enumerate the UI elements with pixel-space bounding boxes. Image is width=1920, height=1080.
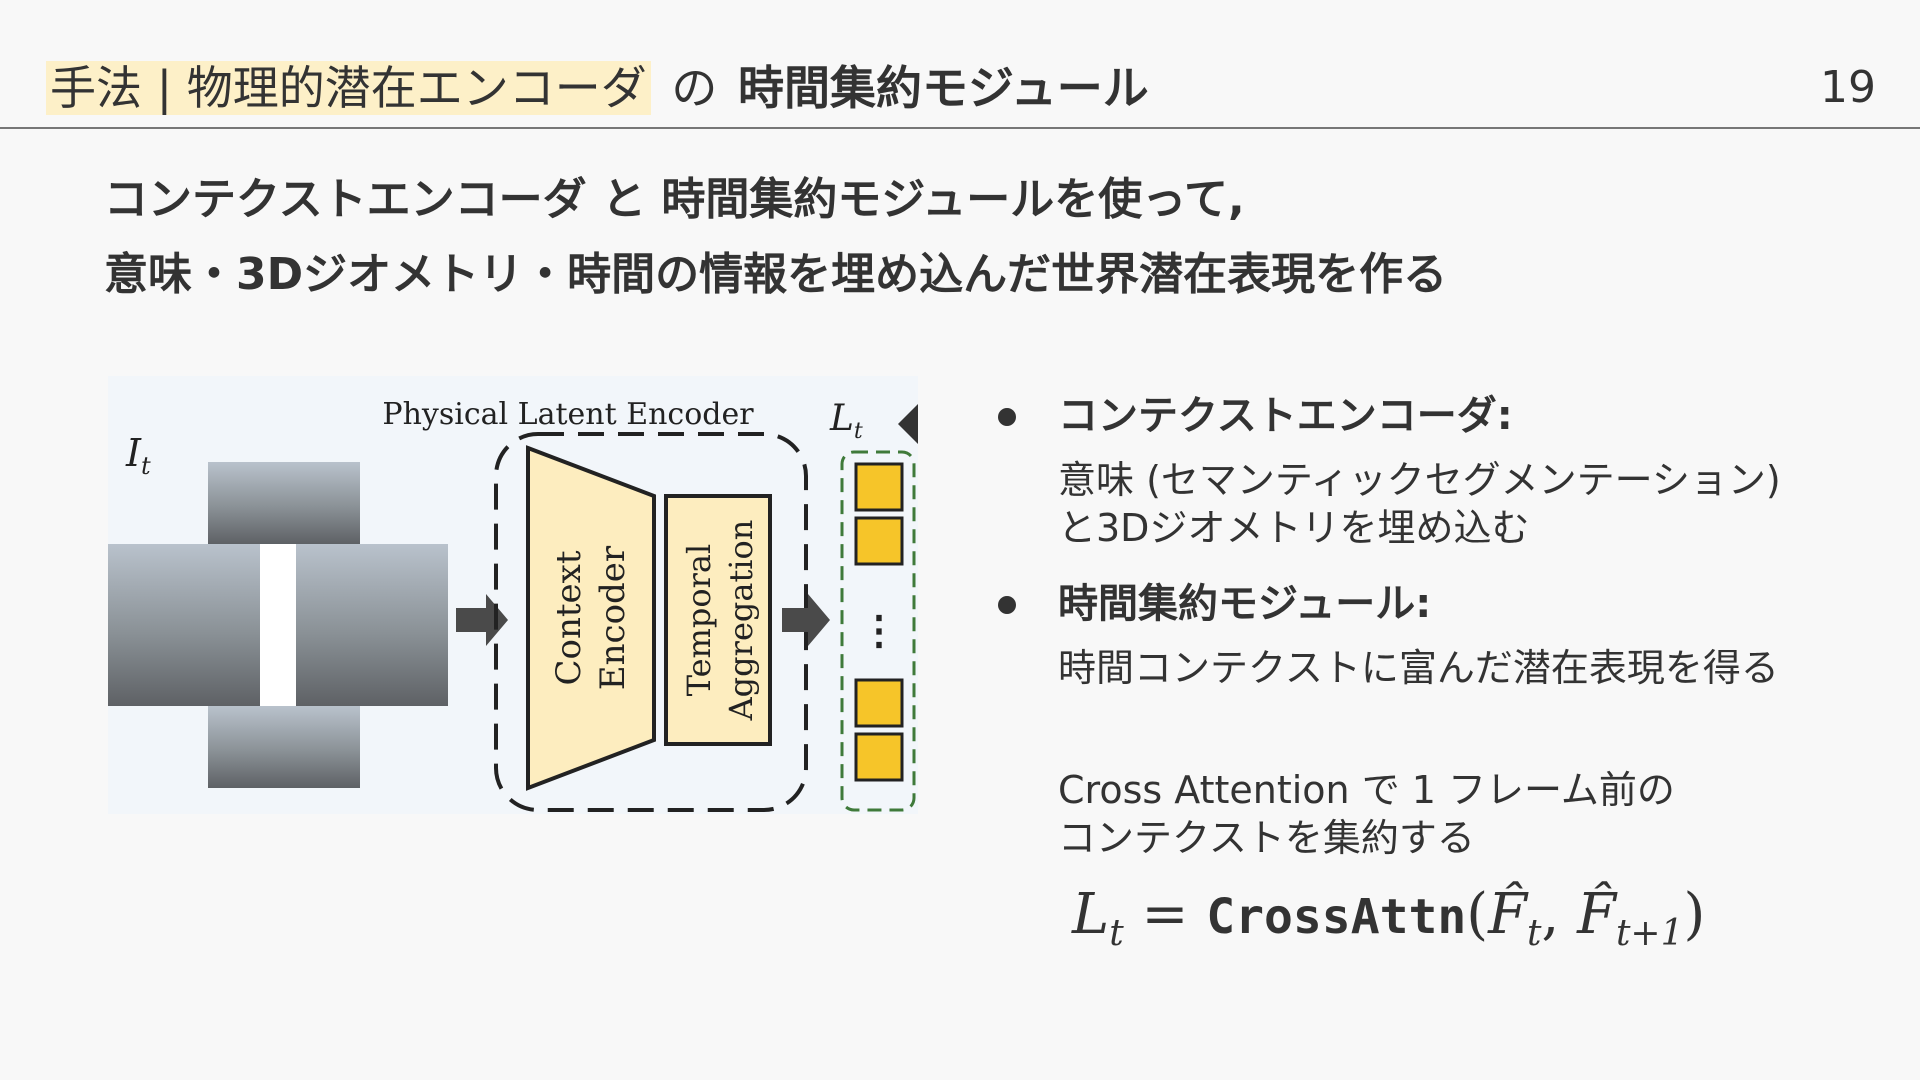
latent-token: [854, 462, 904, 512]
architecture-figure: It Physical Latent Encoder Context Encod…: [108, 376, 918, 814]
lead-line-1: コンテクストエンコーダ と 時間集約モジュールを使って,: [104, 174, 1245, 225]
slide-header: 手法 | 物理的潜在エンコーダ の 時間集約モジュール 19: [0, 0, 1920, 129]
context-encoder-label-2: Encoder: [593, 545, 633, 690]
context-encoder-block: [526, 445, 656, 791]
bullet-body: 意味 (セマンティックセグメンテーション) と3Dジオメトリを埋め込む: [1058, 456, 1870, 552]
formula-arg2-sub: t+1: [1615, 913, 1684, 955]
formula-comma: ,: [1541, 882, 1560, 947]
temporal-aggregation-block: [664, 494, 772, 746]
arrow-input-icon: [456, 594, 508, 646]
formula-lhs: L: [1072, 882, 1110, 947]
aggregation-label-2: Aggregation: [722, 520, 760, 722]
bullet-body-line: 時間コンテクストに富んだ潜在表現を得る: [1058, 646, 1779, 690]
encoder-boundary: [494, 432, 808, 812]
input-label: It: [125, 431, 151, 480]
lead-line-2: 意味・3Dジオメトリ・時間の情報を埋め込んだ世界潜在表現を作る: [104, 249, 1448, 300]
note-line-2: コンテクストを集約する: [1058, 816, 1475, 860]
bullet-item-temporal-aggregation: 時間集約モジュール: 時間コンテクストに富んだ潜在表現を得る: [990, 576, 1870, 692]
camera-image-front: [208, 462, 360, 544]
camera-image-left: [108, 544, 260, 706]
bullet-head: 時間集約モジュール:: [1058, 581, 1432, 627]
aggregation-label-1: Temporal: [680, 544, 718, 697]
section-highlight: 手法 | 物理的潜在エンコーダ: [46, 61, 651, 115]
encoder-title: Physical Latent Encoder: [382, 397, 754, 432]
latent-token: [854, 732, 904, 782]
camera-gap: [260, 544, 296, 706]
bullet-head: コンテクストエンコーダ:: [1058, 393, 1513, 439]
formula: Lt = CrossAttn(F̂t, F̂t+1): [1072, 880, 1705, 969]
formula-open-paren: (: [1466, 882, 1489, 947]
formula-close-paren: ): [1683, 882, 1706, 947]
camera-image-back: [208, 706, 360, 788]
formula-function: CrossAttn: [1206, 889, 1467, 945]
bullet-list: コンテクストエンコーダ: 意味 (セマンティックセグメンテーション) と3Dジオ…: [990, 388, 1870, 692]
note-line-1: Cross Attention で 1 フレーム前の: [1058, 768, 1675, 812]
architecture-diagram: It Physical Latent Encoder Context Encod…: [108, 397, 918, 812]
latent-token-container: [840, 450, 916, 812]
bullet-item-context-encoder: コンテクストエンコーダ: 意味 (セマンティックセグメンテーション) と3Dジオ…: [990, 388, 1870, 552]
page-number: 19: [1820, 62, 1876, 113]
slide-title: 手法 | 物理的潜在エンコーダ の 時間集約モジュール: [46, 58, 1149, 118]
bullet-body: 時間コンテクストに富んだ潜在表現を得る: [1058, 644, 1870, 692]
context-encoder-label-1: Context: [549, 550, 589, 685]
formula-lhs-sub: t: [1109, 913, 1124, 955]
cross-attention-note: Cross Attention で 1 フレーム前の コンテクストを集約する: [1058, 766, 1675, 862]
latent-token: [854, 678, 904, 728]
triangle-marker-icon: [898, 404, 918, 444]
lead-text: コンテクストエンコーダ と 時間集約モジュールを使って, 意味・3Dジオメトリ・…: [104, 162, 1447, 312]
token-ellipsis: ⋮: [859, 607, 899, 654]
formula-equals: =: [1141, 882, 1189, 947]
camera-image-right: [296, 544, 448, 706]
formula-arg1: F̂: [1488, 882, 1528, 947]
bullet-dot-icon: [998, 596, 1016, 614]
camera-images: [108, 462, 448, 788]
bullet-body-line: 意味 (セマンティックセグメンテーション): [1058, 458, 1781, 502]
latent-token: [854, 516, 904, 566]
output-label: Lt: [829, 398, 863, 444]
bullet-dot-icon: [998, 408, 1016, 426]
title-connector: の: [671, 61, 718, 115]
bullet-body-line: と3Dジオメトリを埋め込む: [1058, 506, 1530, 550]
arrow-output-icon: [782, 594, 830, 646]
formula-arg1-sub: t: [1527, 913, 1542, 955]
title-strong: 時間集約モジュール: [738, 61, 1149, 115]
formula-arg2: F̂: [1577, 882, 1616, 947]
